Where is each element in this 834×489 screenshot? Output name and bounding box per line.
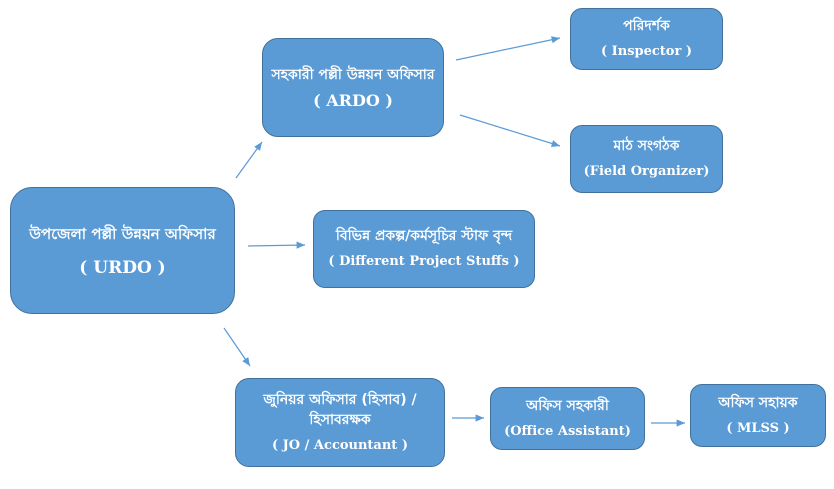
node-field-organizer-en: (Field Organizer)	[583, 164, 710, 179]
node-inspector-bn: পরিদর্শক	[623, 18, 670, 34]
arrow-urdo-ardo	[235, 141, 263, 179]
node-urdo-en: ( URDO )	[79, 257, 166, 278]
arrow-ardo-inspector	[455, 36, 561, 61]
node-urdo-bn: উপজেলা পল্লী উন্নয়ন অফিসার	[29, 224, 216, 243]
node-urdo: উপজেলা পল্লী উন্নয়ন অফিসার ( URDO )	[10, 187, 235, 314]
node-projects: বিভিন্ন প্রকল্প/কর্মসূচির স্টাফ বৃন্দ ( …	[313, 210, 535, 288]
node-ardo-bn: সহকারী পল্লী উন্নয়ন অফিসার	[271, 66, 435, 83]
node-projects-bn: বিভিন্ন প্রকল্প/কর্মসূচির স্টাফ বৃন্দ	[335, 228, 513, 244]
node-ardo: সহকারী পল্লী উন্নয়ন অফিসার ( ARDO )	[262, 38, 444, 137]
arrow-urdo-projects	[247, 241, 306, 249]
arrow-urdo-jo	[223, 327, 251, 367]
arrow-ardo-field-organizer	[459, 114, 561, 147]
node-office-assistant-en: (Office Assistant)	[504, 423, 631, 439]
node-mlss-bn: অফিস সহায়ক	[718, 394, 798, 411]
node-inspector: পরিদর্শক ( Inspector )	[570, 8, 723, 70]
node-jo-en: ( JO / Accountant )	[271, 437, 408, 453]
node-mlss-en: ( MLSS )	[726, 420, 790, 436]
node-office-assistant: অফিস সহকারী (Office Assistant)	[490, 387, 645, 450]
node-field-organizer-bn: মাঠ সংগঠক	[613, 138, 680, 154]
node-jo: জুনিয়র অফিসার (হিসাব) / হিসাবরক্ষক ( JO…	[235, 378, 445, 467]
node-field-organizer: মাঠ সংগঠক (Field Organizer)	[570, 125, 723, 193]
node-jo-bn: জুনিয়র অফিসার (হিসাব) / হিসাবরক্ষক	[263, 391, 417, 428]
node-inspector-en: ( Inspector )	[600, 44, 692, 59]
node-projects-en: ( Different Project Stuffs )	[328, 254, 520, 269]
node-office-assistant-bn: অফিস সহকারী	[526, 397, 609, 414]
node-mlss: অফিস সহায়ক ( MLSS )	[690, 384, 826, 447]
node-ardo-en: ( ARDO )	[313, 90, 393, 110]
